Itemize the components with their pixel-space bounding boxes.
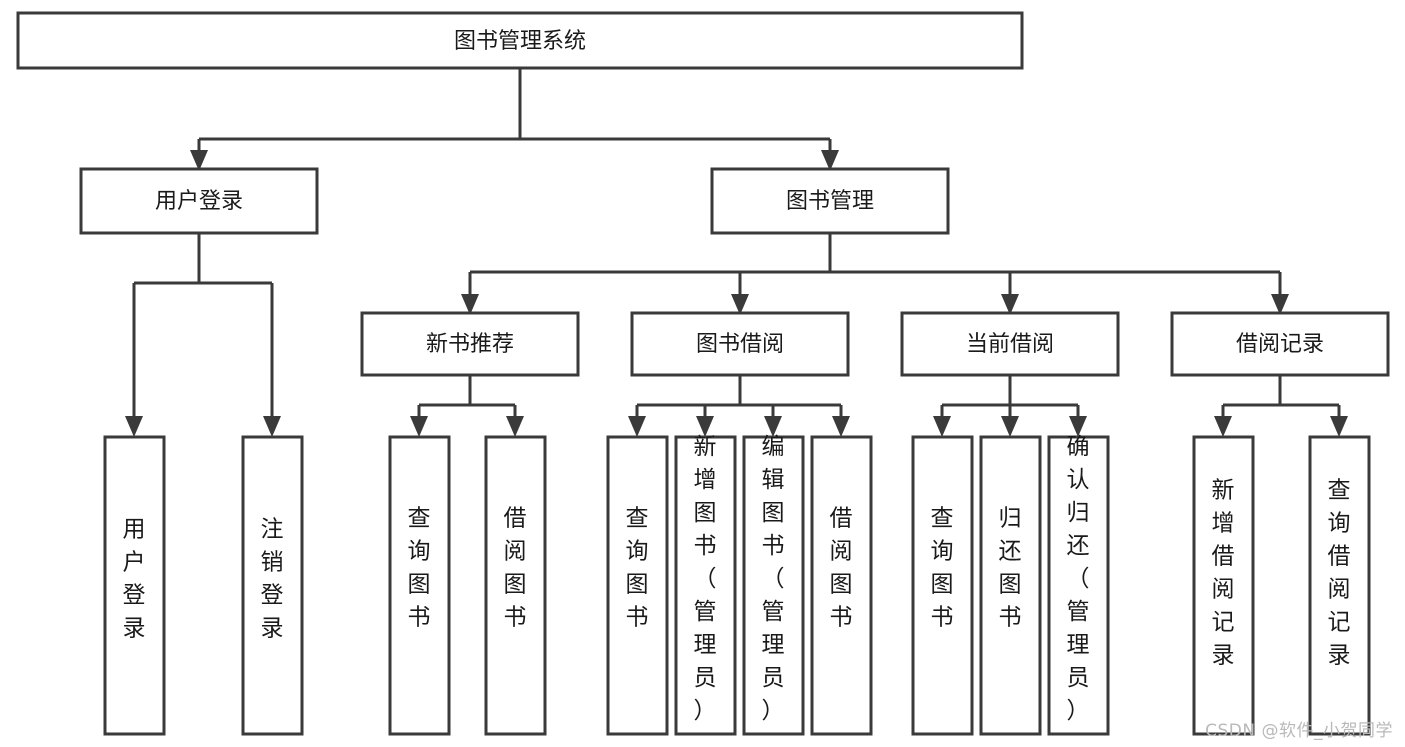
node-leaf-11-box[interactable] <box>1047 435 1110 736</box>
node-new-book-rec-label: 新书推荐 <box>426 332 514 357</box>
arrowhead-leaf-5 <box>628 416 646 437</box>
node-leaf-3-label: 查询图书 <box>408 506 431 631</box>
node-leaf-8[interactable]: 借阅图书 <box>810 435 873 736</box>
arrowhead-leaf-11 <box>1069 416 1087 437</box>
node-leaf-5-label: 查询图书 <box>626 506 649 631</box>
connector-layer <box>125 68 1348 437</box>
node-leaf-11[interactable]: 确认归还（管理员） <box>1047 434 1110 736</box>
node-leaf-10[interactable]: 归还图书 <box>979 435 1042 736</box>
node-new-book-rec-box[interactable] <box>360 311 580 377</box>
arrowhead-leaf-3 <box>410 416 428 437</box>
node-borrow-record[interactable]: 借阅记录 <box>1170 311 1390 377</box>
arrowhead-leaf-1 <box>125 416 143 437</box>
arrowhead-new-book-rec <box>461 294 479 315</box>
node-root-box[interactable] <box>16 11 1024 70</box>
node-book-manage-label: 图书管理 <box>786 189 874 214</box>
node-book-borrow-label: 图书借阅 <box>696 332 784 357</box>
node-leaf-2-box[interactable] <box>241 435 304 736</box>
node-book-manage-box[interactable] <box>710 167 950 235</box>
node-leaf-6-label: 新增图书（管理员） <box>694 434 717 724</box>
node-leaf-4-box[interactable] <box>484 435 547 736</box>
node-leaf-5-box[interactable] <box>606 435 669 736</box>
node-leaf-5[interactable]: 查询图书 <box>606 435 669 736</box>
node-user-login-box[interactable] <box>79 167 319 235</box>
arrowhead-current-borrow <box>1001 294 1019 315</box>
node-leaf-6-box[interactable] <box>674 435 737 736</box>
node-leaf-9-label: 查询图书 <box>931 506 954 631</box>
node-root[interactable]: 图书管理系统 <box>16 11 1024 70</box>
arrowhead-leaf-12 <box>1214 416 1232 437</box>
node-leaf-12[interactable]: 新增借阅记录 <box>1192 435 1255 736</box>
node-current-borrow[interactable]: 当前借阅 <box>900 311 1120 377</box>
node-borrow-record-box[interactable] <box>1170 311 1390 377</box>
node-leaf-12-label: 新增借阅记录 <box>1212 478 1235 669</box>
node-leaf-7-box[interactable] <box>742 435 805 736</box>
arrowhead-leaf-9 <box>933 416 951 437</box>
node-leaf-1[interactable]: 用户登录 <box>103 435 166 736</box>
node-leaf-12-box[interactable] <box>1192 435 1255 736</box>
arrowhead-leaf-7 <box>764 416 782 437</box>
node-current-borrow-box[interactable] <box>900 311 1120 377</box>
arrowhead-user-login <box>190 150 208 171</box>
node-leaf-8-box[interactable] <box>810 435 873 736</box>
node-leaf-1-box[interactable] <box>103 435 166 736</box>
node-leaf-9[interactable]: 查询图书 <box>911 435 974 736</box>
arrowhead-borrow-record <box>1271 294 1289 315</box>
arrowhead-leaf-2 <box>263 416 281 437</box>
node-book-borrow[interactable]: 图书借阅 <box>630 311 850 377</box>
node-leaf-7-label: 编辑图书（管理员） <box>762 434 785 724</box>
arrowhead-leaf-10 <box>1001 416 1019 437</box>
arrowhead-book-borrow <box>731 294 749 315</box>
node-leaf-4-label: 借阅图书 <box>504 506 527 631</box>
node-leaf-11-label: 确认归还（管理员） <box>1067 434 1090 724</box>
node-book-manage[interactable]: 图书管理 <box>710 167 950 235</box>
node-new-book-rec[interactable]: 新书推荐 <box>360 311 580 377</box>
node-leaf-13-label: 查询借阅记录 <box>1328 478 1351 669</box>
arrowhead-book-manage <box>821 150 839 171</box>
arrowhead-leaf-13 <box>1330 416 1348 437</box>
node-leaf-10-label: 归还图书 <box>999 506 1022 631</box>
node-root-label: 图书管理系统 <box>454 29 586 54</box>
arrowhead-leaf-4 <box>506 416 524 437</box>
arrowhead-leaf-6 <box>696 416 714 437</box>
node-borrow-record-label: 借阅记录 <box>1236 332 1324 357</box>
node-leaf-9-box[interactable] <box>911 435 974 736</box>
node-leaf-2[interactable]: 注销登录 <box>241 435 304 736</box>
node-user-login[interactable]: 用户登录 <box>79 167 319 235</box>
node-leaf-13-box[interactable] <box>1308 435 1371 736</box>
node-leaf-3[interactable]: 查询图书 <box>388 435 451 736</box>
node-leaf-7[interactable]: 编辑图书（管理员） <box>742 434 805 736</box>
node-book-borrow-box[interactable] <box>630 311 850 377</box>
node-leaf-6[interactable]: 新增图书（管理员） <box>674 434 737 736</box>
node-leaf-13[interactable]: 查询借阅记录 <box>1308 435 1371 736</box>
node-leaf-8-label: 借阅图书 <box>830 506 853 631</box>
arrowhead-leaf-8 <box>832 416 850 437</box>
node-current-borrow-label: 当前借阅 <box>966 332 1054 357</box>
node-leaf-3-box[interactable] <box>388 435 451 736</box>
node-user-login-label: 用户登录 <box>155 189 243 214</box>
node-leaf-10-box[interactable] <box>979 435 1042 736</box>
node-leaf-2-label: 注销登录 <box>261 517 284 642</box>
node-leaf-4[interactable]: 借阅图书 <box>484 435 547 736</box>
node-leaf-1-label: 用户登录 <box>123 517 146 642</box>
